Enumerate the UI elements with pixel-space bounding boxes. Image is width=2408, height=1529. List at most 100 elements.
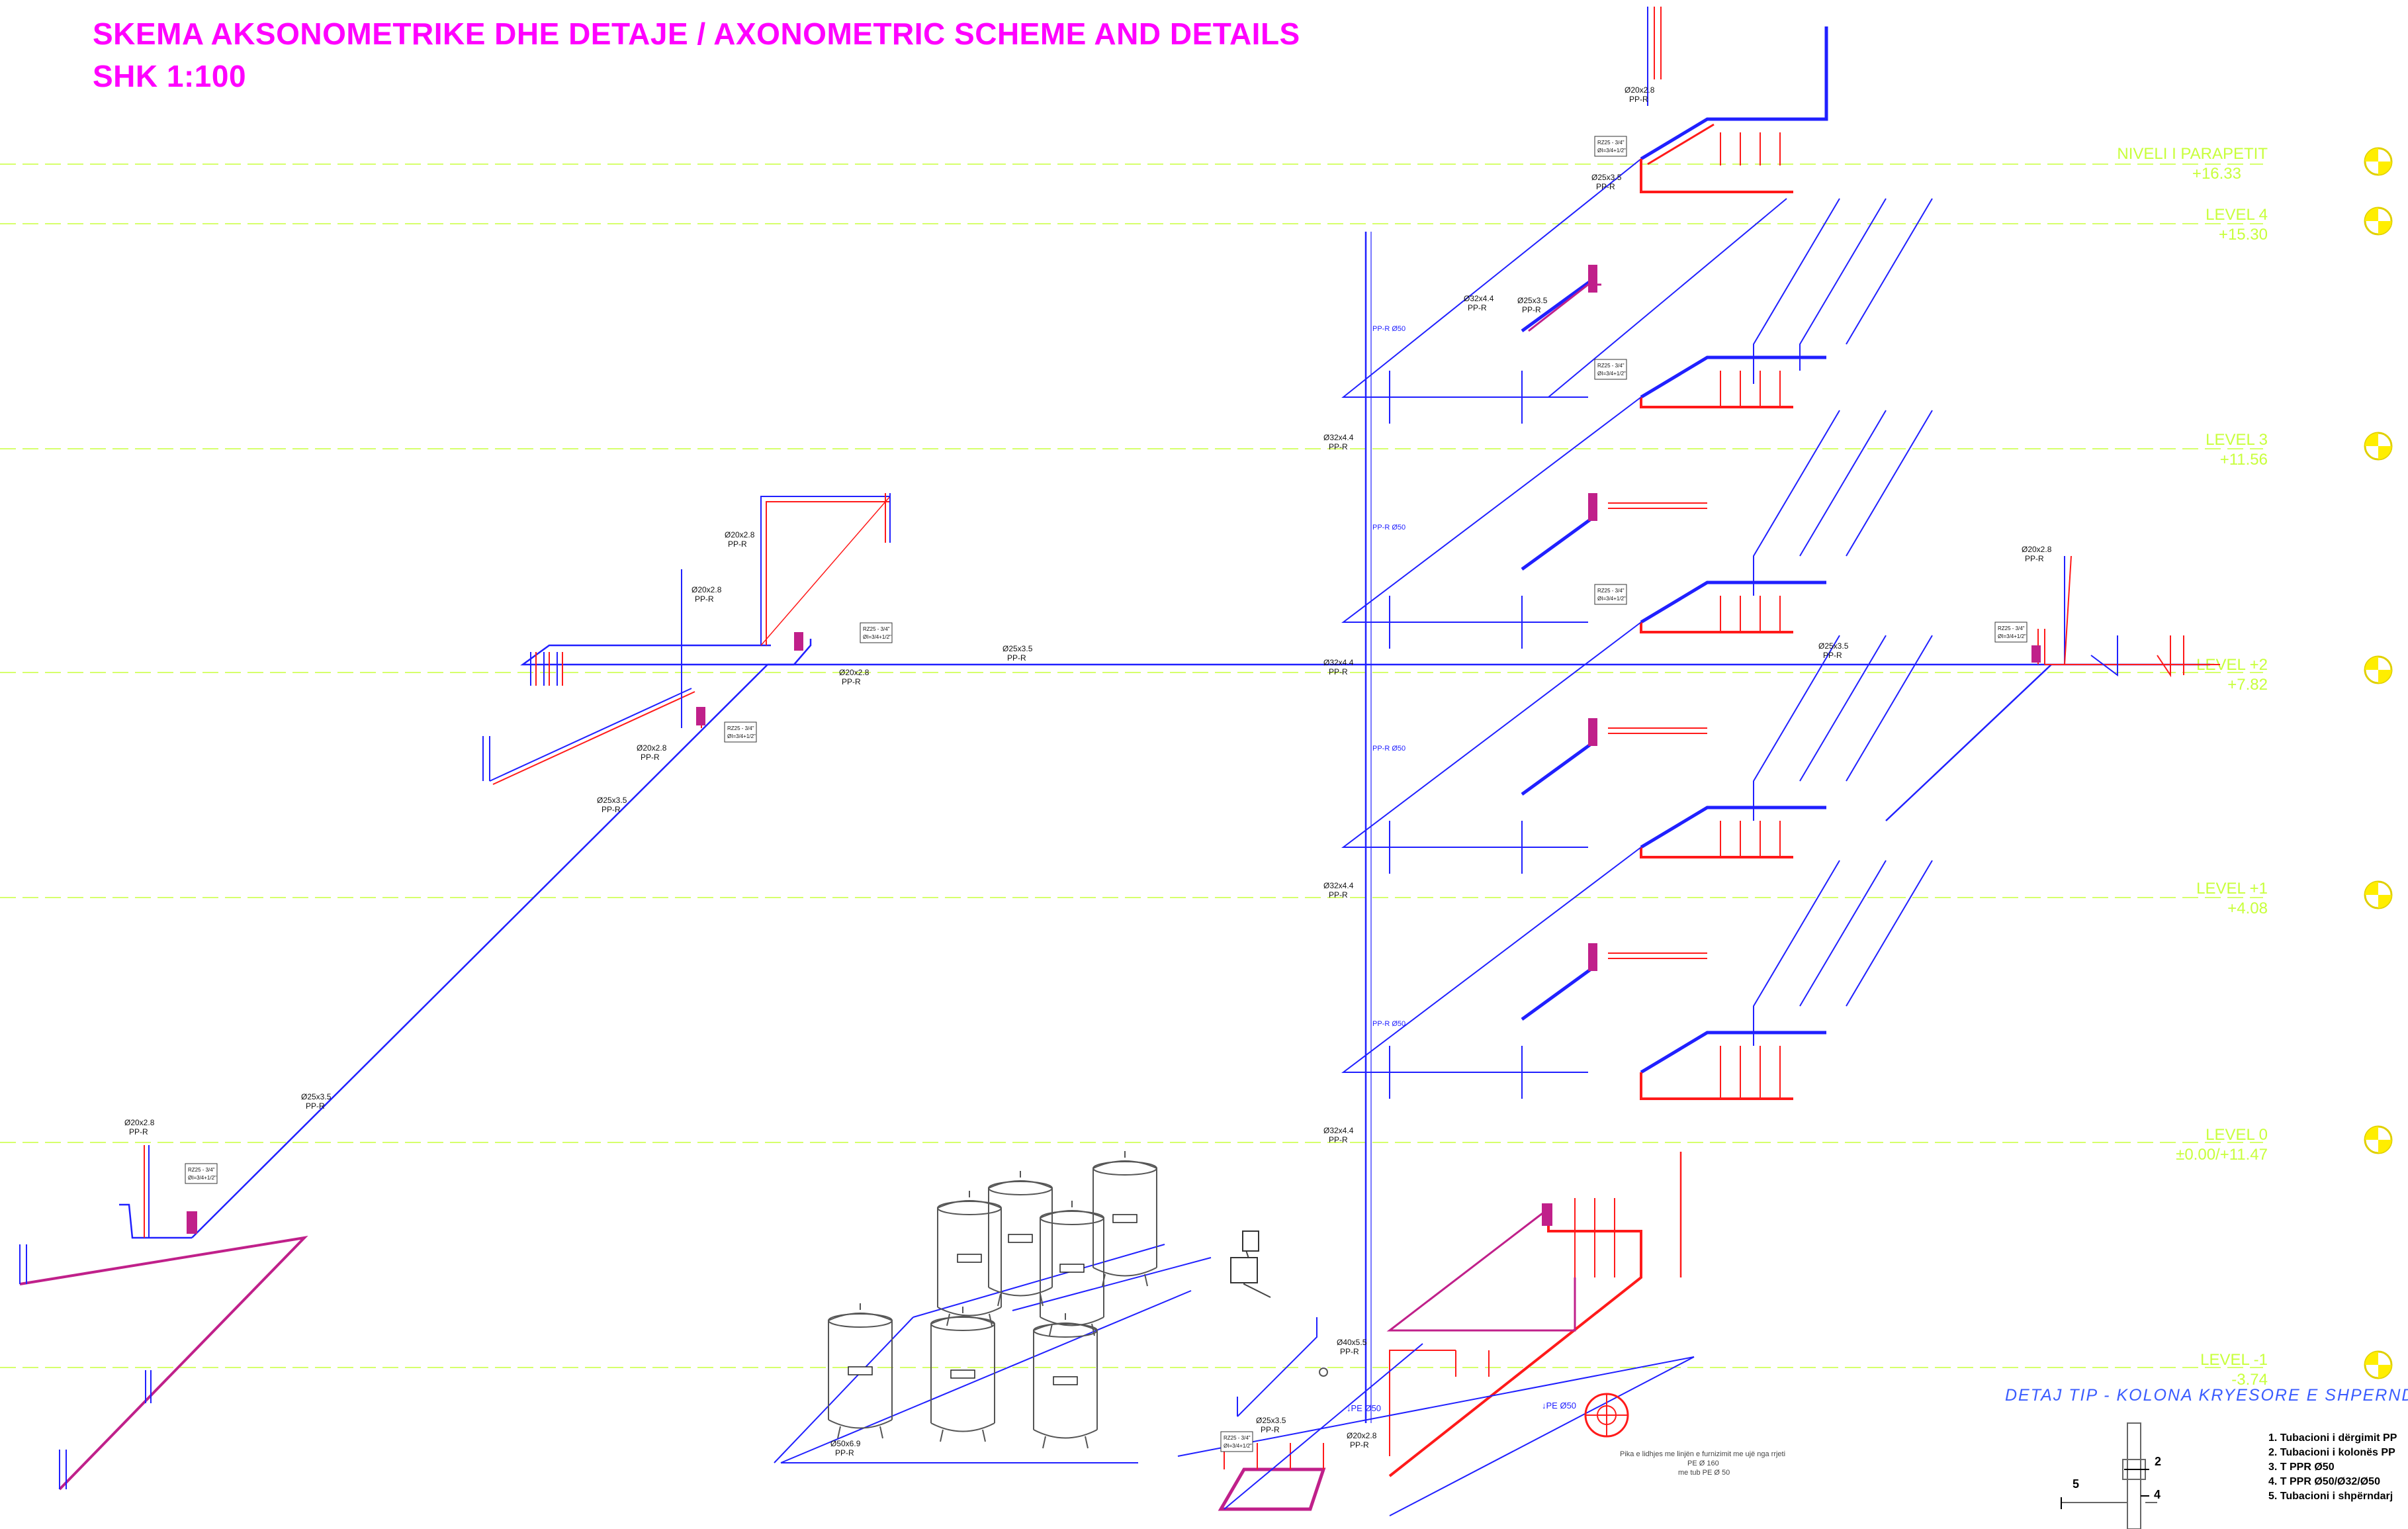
label-material: PP-R — [1340, 1347, 1359, 1356]
drawing-text: RZ25 - 3/4" — [863, 626, 890, 632]
drawing-text: ØI=3/4+1/2" — [1998, 633, 2026, 639]
drawing-text: ØI=3/4+1/2" — [1597, 148, 1626, 154]
label-d20: Ø20x2.8 — [2022, 545, 2052, 554]
label-d32: Ø32x4.4 — [1323, 881, 1354, 890]
label-d25: Ø25x3.5 — [301, 1092, 332, 1101]
drawing-title: SKEMA AKSONOMETRIKE DHE DETAJE / AXONOME… — [93, 17, 1300, 51]
drawing-text: RZ25 - 3/4" — [1597, 588, 1625, 594]
label-material: PP-R — [695, 594, 714, 604]
drawing-scale: SHK 1:100 — [93, 59, 247, 93]
detail-title: DETAJ TIP - KOLONA KRYESORE E SHPERNDA — [2005, 1386, 2408, 1405]
label-material: PP-R — [1329, 442, 1348, 451]
drawing-text: RZ25 - 3/4" — [1224, 1435, 1251, 1441]
label-material: PP-R — [1329, 890, 1348, 900]
callout-4: 4 — [2154, 1488, 2161, 1501]
basement-branch — [1177, 1152, 1695, 1516]
drawing-group: RZ25 - 3/4" ØI=3/4+1/2" — [185, 1163, 218, 1184]
drawing-text: RZ25 - 3/4" — [727, 725, 754, 731]
label-d25: Ø25x3.5 — [1591, 173, 1622, 182]
label-material: PP-R — [1261, 1425, 1280, 1434]
label-material: PP-R — [1823, 651, 1842, 660]
legend-item: 5. Tubacioni i shpërndarj — [2268, 1491, 2393, 1502]
label-d25: Ø25x3.5 — [1256, 1416, 1286, 1425]
label-d20: Ø20x2.8 — [839, 668, 870, 677]
label-d20: Ø20x2.8 — [1625, 85, 1655, 95]
drawing-group — [2364, 880, 2393, 909]
label-d32: Ø32x4.4 — [1323, 1126, 1354, 1135]
label-material: PP-R — [1596, 182, 1615, 191]
label-material: PP-R — [728, 539, 747, 549]
level-elevation: -3.74 — [2231, 1371, 2268, 1389]
riser-label: PP-R Ø50 — [1372, 1020, 1405, 1028]
level-elevation: +11.56 — [2219, 451, 2268, 469]
label-d20: Ø20x2.8 — [725, 530, 755, 539]
level-lines — [0, 163, 2263, 1368]
level-name: LEVEL 0 — [2206, 1126, 2268, 1144]
callout-5: 5 — [2073, 1477, 2079, 1491]
drawing-text: ØI=3/4+1/2" — [863, 634, 891, 640]
level-name: LEVEL 3 — [2206, 431, 2268, 449]
label-d25: Ø25x3.5 — [1003, 644, 1033, 653]
left-lower-branch — [19, 1145, 308, 1491]
drawing-text: RZ25 - 3/4" — [1597, 140, 1625, 146]
level-label-minus1: LEVEL -1 -3.74 — [2200, 1350, 2268, 1390]
label-material: PP-R — [1007, 653, 1026, 663]
legend-item: 4. T PPR Ø50/Ø32/Ø50 — [2268, 1476, 2380, 1487]
level-label-0: LEVEL 0 ±0.00/+11.47 — [2176, 1125, 2268, 1165]
pipe-labels: Ø20x2.8 PP-R Ø25x3.5 PP-R Ø32x4.4 PP-R Ø… — [124, 85, 2052, 1458]
drawing-group: RZ25 - 3/4" ØI=3/4+1/2" — [1594, 584, 1627, 605]
pipe-note-1: Pika e lidhjes me linjën e furnizimit me… — [1620, 1450, 1785, 1458]
drawing-group — [2364, 1350, 2393, 1379]
drawing-group: RZ25 - 3/4" ØI=3/4+1/2" — [1994, 622, 2028, 643]
label-material: PP-R — [1350, 1440, 1369, 1450]
drawing-group — [2364, 432, 2393, 461]
drawing-text: ØI=3/4+1/2" — [188, 1175, 216, 1181]
riser-label: PP-R Ø50 — [1372, 524, 1405, 532]
drawing-group: RZ25 - 3/4" ØI=3/4+1/2" — [860, 622, 893, 643]
label-d25: Ø25x3.5 — [1517, 296, 1548, 305]
drawing-group: RZ25 - 3/4" ØI=3/4+1/2" — [1594, 136, 1627, 157]
level-name: LEVEL -1 — [2200, 1351, 2268, 1369]
callout-2: 2 — [2155, 1455, 2161, 1468]
level-markers — [2364, 147, 2393, 1379]
pe-label: ↓PE Ø50 — [1542, 1401, 1576, 1411]
label-d50: Ø50x6.9 — [830, 1439, 861, 1448]
drawing-text: RZ25 - 3/4" — [188, 1167, 215, 1173]
label-material: PP-R — [835, 1448, 854, 1458]
label-material: PP-R — [129, 1127, 148, 1136]
label-material: PP-R — [1329, 1135, 1348, 1144]
level-elevation: ±0.00/+11.47 — [2176, 1146, 2268, 1164]
drawing-group — [2364, 207, 2393, 236]
level-elevation: +4.08 — [2227, 900, 2268, 917]
detail-callouts: 2 4 5 — [2073, 1455, 2161, 1501]
upper-floor-branches — [1341, 7, 1933, 1100]
label-d20: Ø20x2.8 — [124, 1118, 155, 1127]
legend-item: 3. T PPR Ø50 — [2268, 1461, 2335, 1473]
pipe-note-2: PE Ø 160 — [1687, 1460, 1719, 1467]
drawing-text: RZ25 - 3/4" — [1998, 626, 2025, 631]
drawing-group — [2364, 147, 2393, 176]
label-d20: Ø20x2.8 — [1347, 1431, 1377, 1440]
label-d32: Ø32x4.4 — [1323, 433, 1354, 442]
drawing-group: RZ25 - 3/4"ØI=3/4+1/2" — [1594, 359, 1627, 380]
drawing-group — [2364, 655, 2393, 684]
drawing-text: ØI=3/4+1/2" — [1224, 1443, 1252, 1449]
level-label-parapet: NIVELI I PARAPETIT +16.33 — [2117, 144, 2268, 184]
left-upper-branch — [482, 493, 891, 785]
label-d25: Ø25x3.5 — [597, 796, 627, 805]
drawing-text: ØI=3/4+1/2" — [1597, 596, 1626, 602]
right-branch — [2031, 555, 2220, 678]
drawing-text: ØI=3/4+1/2" — [727, 733, 756, 739]
drawing-group — [2364, 1125, 2393, 1154]
label-material: PP-R — [641, 753, 660, 762]
level-label-4: LEVEL 4 +15.30 — [2206, 205, 2268, 245]
legend-item: 1. Tubacioni i dërgimit PP — [2268, 1432, 2397, 1444]
label-material: PP-R — [1522, 305, 1541, 314]
label-d20: Ø20x2.8 — [637, 743, 667, 753]
label-d40: Ø40x5.5 — [1337, 1338, 1367, 1347]
level-elevation: +16.33 — [2192, 165, 2241, 183]
riser-label: PP-R Ø50 — [1372, 325, 1405, 333]
level-label-1: LEVEL +1 +4.08 — [2196, 879, 2268, 919]
level-name: NIVELI I PARAPETIT — [2117, 145, 2268, 163]
